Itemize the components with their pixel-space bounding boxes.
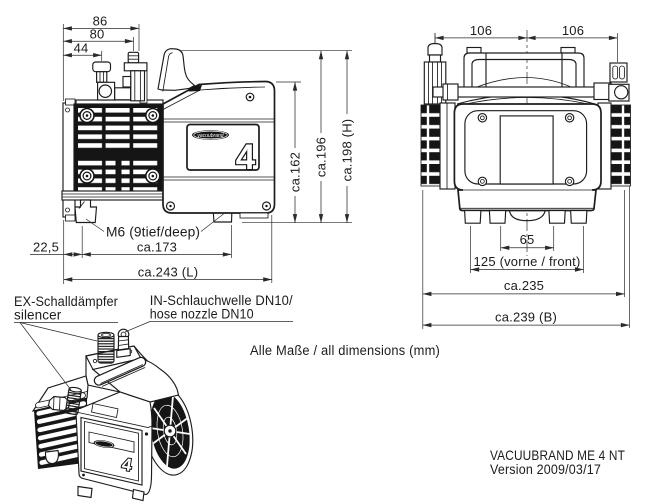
model-digit-iso: 4 bbox=[121, 454, 134, 475]
iso-view: 4 bbox=[14, 293, 293, 502]
dim-235: ca.235 bbox=[504, 278, 544, 293]
side-in-nozzle bbox=[114, 51, 148, 104]
front-crossbar bbox=[432, 82, 630, 102]
nozzle-label-line2: hose nozzle DN10 bbox=[150, 307, 254, 322]
dim-243: ca.243 (L) bbox=[138, 265, 199, 280]
front-handle bbox=[463, 46, 585, 89]
model-digit-side: 4 bbox=[236, 138, 256, 177]
dim-106-left: 106 bbox=[470, 23, 492, 38]
silencer-label-line2: silencer bbox=[14, 308, 62, 323]
front-screws bbox=[477, 113, 575, 187]
front-dims-top: 106 106 bbox=[434, 23, 618, 43]
logo-text-side: vacuubrand bbox=[197, 133, 223, 139]
iso-ex-silencer-lower bbox=[47, 386, 82, 416]
front-body bbox=[453, 103, 602, 224]
side-handle bbox=[157, 48, 196, 92]
dim-125: 125 (vorne / front) bbox=[474, 254, 581, 269]
annotations: Alle Maße / all dimensions (mm) VACUUBRA… bbox=[250, 343, 625, 477]
dim-173: ca.173 bbox=[137, 239, 177, 254]
side-dims-top: 86 80 44 bbox=[62, 14, 140, 101]
dim-22-5: 22,5 bbox=[33, 239, 59, 254]
side-back-plate bbox=[62, 98, 76, 222]
side-ex-silencer bbox=[92, 61, 116, 101]
dim-44: 44 bbox=[74, 40, 89, 55]
iso-fan bbox=[143, 386, 194, 476]
iso-handle bbox=[93, 356, 147, 387]
iso-motor-block: 4 bbox=[75, 391, 153, 496]
drawing-title: VACUUBRAND ME 4 NT bbox=[490, 448, 625, 463]
vacuubrand-logo-side: vacuubrand bbox=[192, 130, 229, 140]
iso-in-nozzle-top bbox=[116, 328, 131, 358]
drawing-version: Version 2009/03/17 bbox=[490, 462, 601, 477]
m6-label-text: M6 (9tief/deep) bbox=[106, 225, 200, 240]
side-base-rail bbox=[61, 190, 233, 224]
iso-foot-left bbox=[44, 449, 60, 465]
dim-239: ca.239 (B) bbox=[495, 309, 557, 324]
pump-corner-bolts bbox=[79, 107, 161, 184]
iso-ex-silencer-top bbox=[97, 331, 115, 364]
iso-labels: EX-Schalldämpfer silencer IN-Schlauchwel… bbox=[14, 293, 293, 391]
iso-pump: 4 bbox=[31, 328, 194, 502]
dim-162: ca.162 bbox=[288, 152, 303, 192]
dim-80: 80 bbox=[90, 26, 105, 41]
vacuubrand-logo-iso bbox=[88, 431, 135, 453]
front-view: 106 106 65 125 (vorne / front) ca.235 ca… bbox=[420, 23, 631, 329]
side-view: vacuubrand 4 86 80 44 bbox=[30, 14, 355, 284]
dim-106-right: 106 bbox=[562, 23, 584, 38]
front-fins-left bbox=[420, 102, 456, 190]
silencer-label-line1: EX-Schalldämpfer bbox=[14, 294, 118, 309]
dim-65: 65 bbox=[520, 232, 535, 247]
nozzle-label-line1: IN-Schlauchwelle DN10/ bbox=[150, 293, 293, 308]
front-fins-right bbox=[597, 102, 631, 190]
side-motor-housing: vacuubrand 4 bbox=[162, 80, 276, 219]
side-m6-label: M6 (9tief/deep) bbox=[85, 211, 227, 240]
front-nozzle-unit bbox=[609, 33, 628, 83]
front-dims-bottom: 65 125 (vorne / front) ca.235 ca.239 (B) bbox=[422, 186, 630, 329]
iso-feet bbox=[77, 485, 145, 502]
side-dims-bottom: 22,5 ca.173 ca.243 (L) bbox=[30, 215, 273, 284]
front-feet bbox=[463, 209, 588, 224]
front-bottom-arc bbox=[508, 210, 546, 222]
dim-196: ca.196 bbox=[314, 137, 329, 177]
side-pump-fin-block bbox=[73, 103, 164, 197]
side-foot-left bbox=[74, 199, 98, 224]
dim-198: ca.198 (H) bbox=[340, 119, 355, 182]
side-dims-right: ca.162 ca.196 ca.198 (H) bbox=[180, 50, 355, 224]
dimensions-note: Alle Maße / all dimensions (mm) bbox=[250, 343, 440, 358]
dim-86: 86 bbox=[93, 14, 108, 29]
